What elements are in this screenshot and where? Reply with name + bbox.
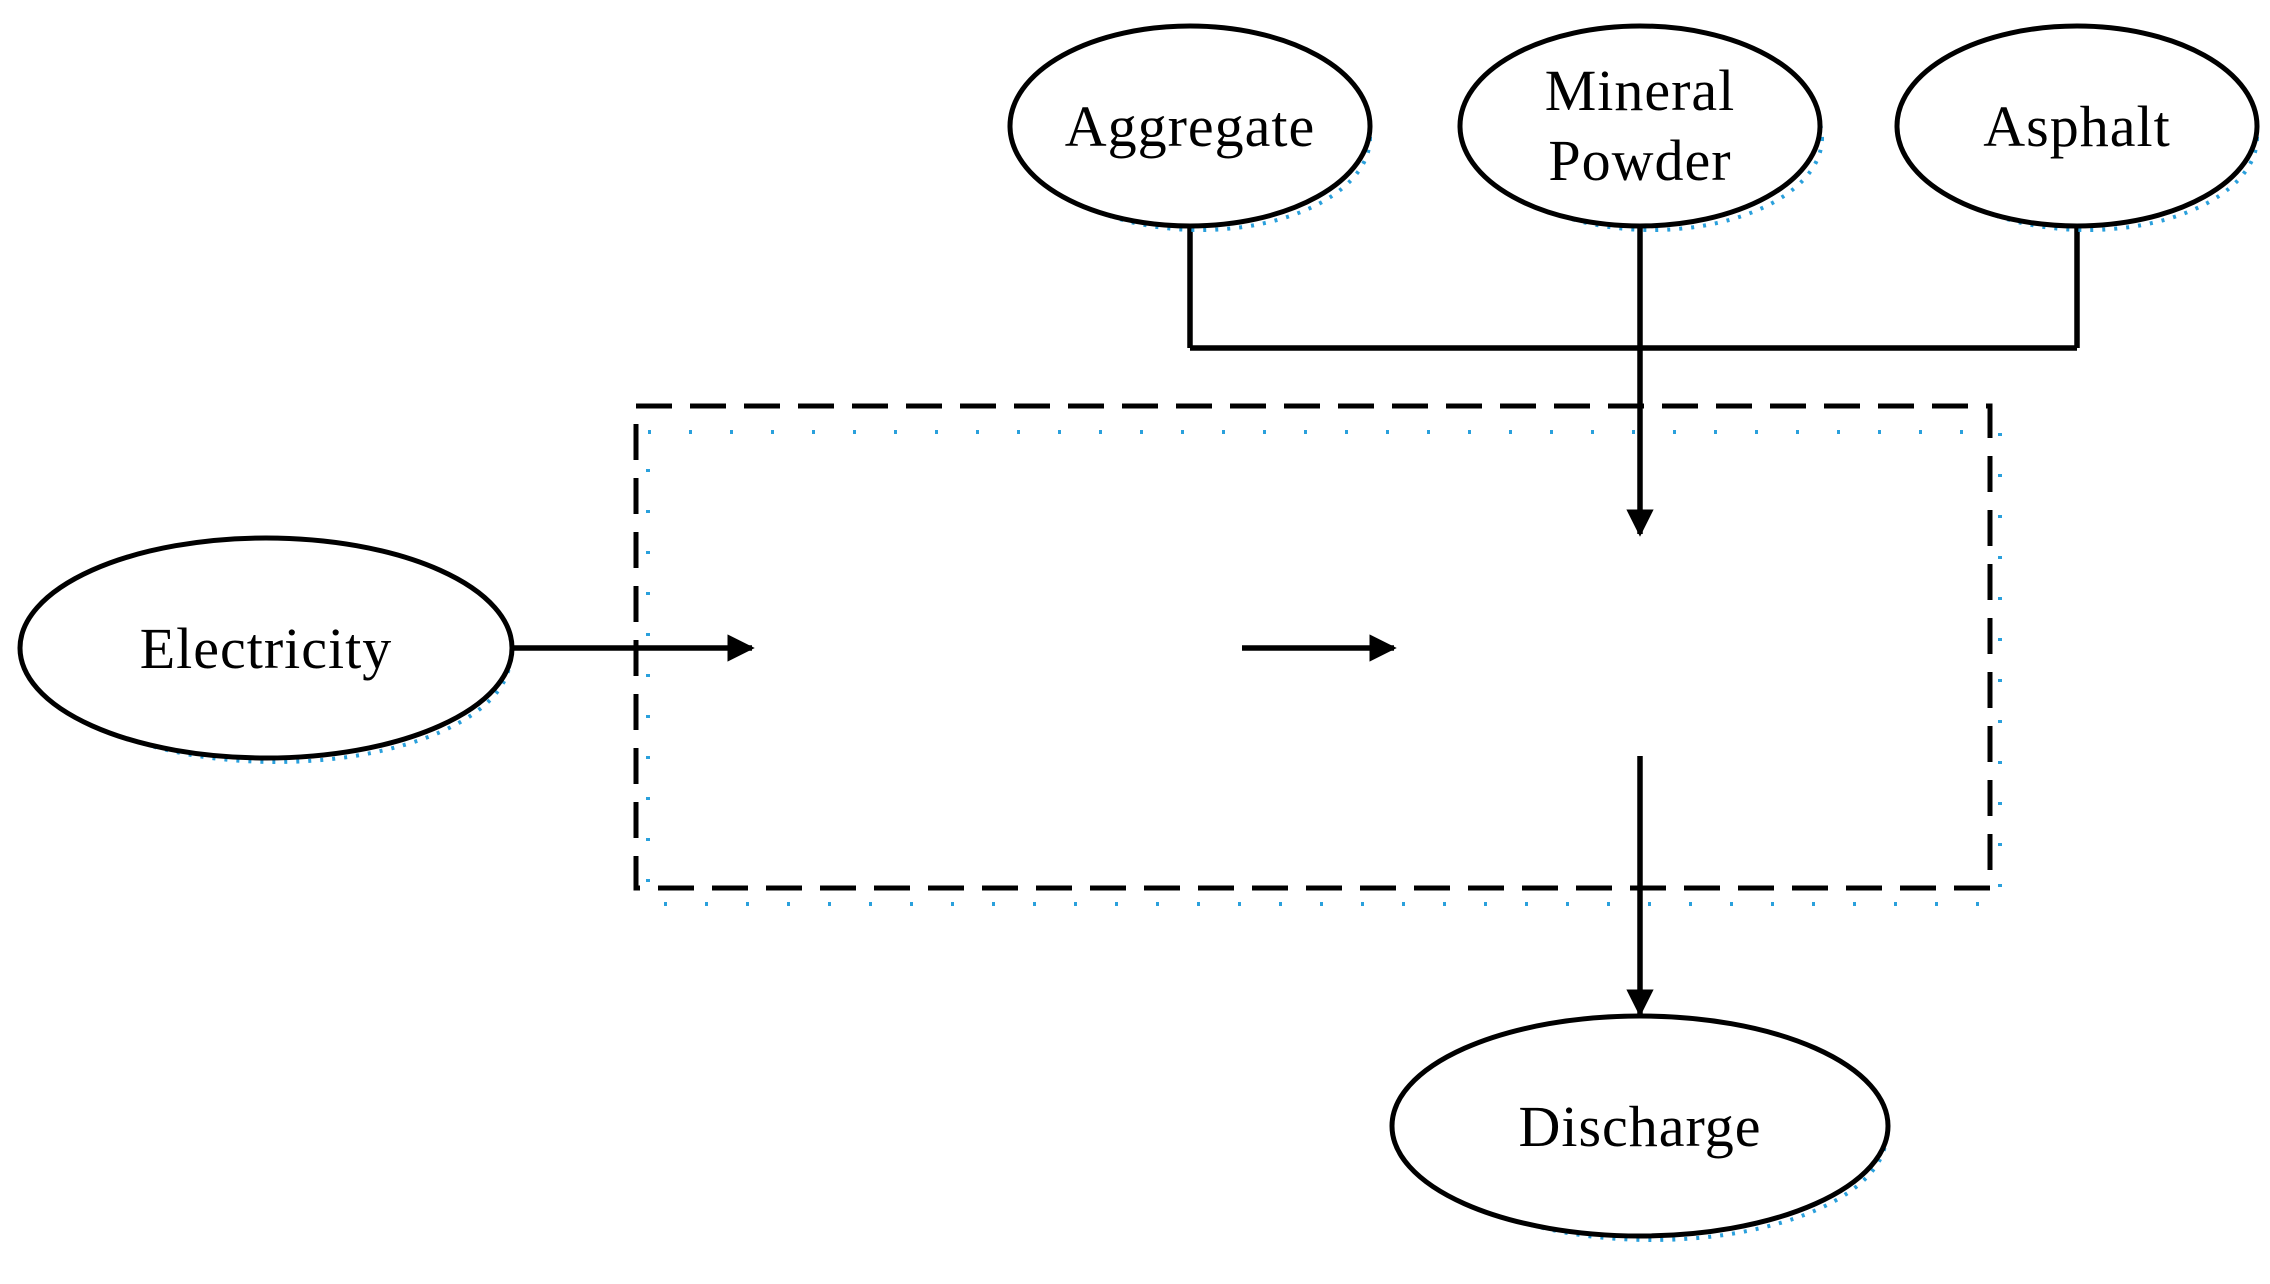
mineral-powder-label-line1: Mineral: [1545, 58, 1736, 123]
node-discharge: Discharge: [1389, 1013, 1891, 1242]
node-aggregate: Aggregate: [1007, 23, 1373, 232]
node-electricity: Electricity: [17, 535, 515, 764]
aggregate-label: Aggregate: [1065, 94, 1316, 159]
electricity-label: Electricity: [140, 616, 393, 681]
system-boundary: [633, 403, 2002, 906]
mineral-powder-label-line2: Powder: [1548, 128, 1731, 193]
node-asphalt: Asphalt: [1894, 23, 2260, 232]
discharge-label: Discharge: [1518, 1094, 1761, 1159]
node-mineral-powder: Mineral Powder: [1457, 23, 1824, 232]
asphalt-label: Asphalt: [1983, 94, 2170, 159]
connectors: [512, 224, 2080, 1017]
